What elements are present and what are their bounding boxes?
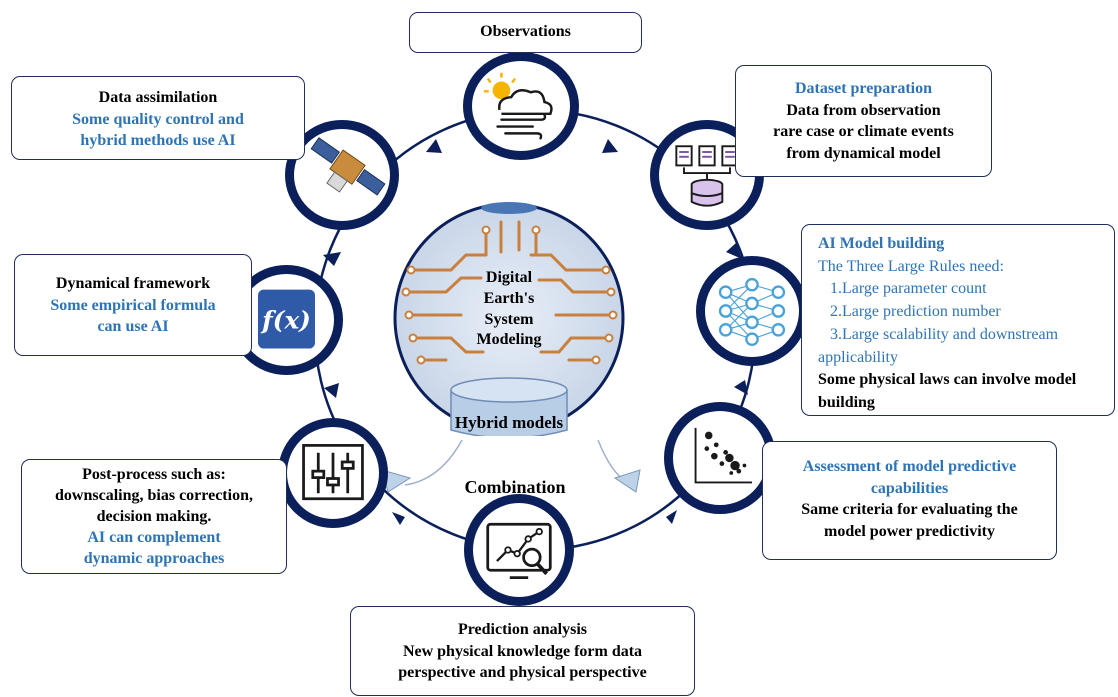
arrow-head (323, 252, 341, 266)
dynamical-framework-note: Some empirical formula can use AI (50, 296, 216, 336)
center-title: Digital Earth's System Modeling (476, 269, 542, 349)
box-prediction-analysis: Prediction analysis New physical knowled… (350, 606, 695, 696)
dataset-preparation-line1: Data from observation (786, 101, 941, 119)
post-process-line3: decision making. (96, 508, 212, 526)
function-fx-icon: f(x) (258, 289, 315, 349)
node-ai-model-building (696, 256, 808, 366)
data-assimilation-title: Data assimilation (98, 89, 218, 106)
ai-model-building-rule1: 1.Large parameter count (830, 280, 987, 298)
analytics-magnifier-icon (486, 522, 552, 579)
node-prediction-analysis (464, 494, 574, 606)
box-post-process: Post-process such as: downscaling, bias … (21, 459, 287, 574)
box-ai-model-building: AI Model building The Three Large Rules … (801, 224, 1115, 416)
assessment-note: Same criteria for evaluating the model p… (801, 501, 1018, 540)
post-process-line1: Post-process such as: (82, 466, 226, 483)
svg-text:f(x): f(x) (260, 306, 311, 335)
post-process-note: AI can complement dynamic approaches (83, 529, 225, 568)
box-dataset-preparation: Dataset preparation Data from observatio… (735, 65, 992, 177)
node-post-process (278, 418, 388, 528)
ai-model-building-intro: The Three Large Rules need: (818, 257, 1004, 275)
post-process-line2: downscaling, bias correction, (55, 487, 253, 505)
documents-database-icon (675, 145, 739, 207)
center-circle: Digital Earth's System Modeling Hybrid m… (391, 200, 627, 439)
ai-model-building-note: Some physical laws can involve model bui… (818, 371, 1077, 412)
weather-cloud-sun-wind-icon (483, 72, 553, 140)
box-dynamical-framework: Dynamical framework Some empirical formu… (14, 254, 252, 356)
arrow-head (734, 380, 748, 395)
box-assessment: Assessment of model predictive capabilit… (762, 441, 1057, 560)
box-observations: Observations (409, 12, 642, 53)
arrow-head (666, 510, 677, 524)
node-assessment (664, 402, 776, 514)
assessment-title: Assessment of model predictive capabilit… (802, 458, 1017, 497)
hybrid-models-label: Hybrid models (454, 413, 564, 432)
prediction-analysis-title: Prediction analysis (457, 621, 588, 638)
node-observations (463, 52, 579, 160)
scatter-plot-icon (694, 427, 752, 484)
box-data-assimilation: Data assimilation Some quality control a… (11, 76, 305, 160)
combination-label: Combination (464, 477, 566, 497)
ai-model-building-rule2: 2.Large prediction number (830, 303, 1001, 321)
dataset-preparation-line3: from dynamical model (786, 144, 941, 162)
arrow-head (426, 139, 442, 153)
observations-title: Observations (480, 23, 571, 40)
prediction-analysis-note: New physical knowledge form data perspec… (398, 642, 647, 682)
equalizer-sliders-icon (302, 444, 364, 501)
dataset-preparation-title: Dataset preparation (794, 80, 933, 97)
arrow-head (392, 512, 405, 525)
ai-model-building-title: AI Model building (818, 235, 945, 252)
data-assimilation-note: Some quality control and hybrid methods … (72, 110, 244, 150)
ai-model-building-rule3: 3.Large scalability and downstream appli… (818, 325, 1059, 366)
neural-network-icon (718, 277, 786, 347)
arrow-head (726, 243, 742, 259)
arrow-head (602, 139, 618, 153)
arrow-head (324, 383, 339, 398)
satellite-icon (310, 137, 386, 196)
dynamical-framework-title: Dynamical framework (55, 275, 211, 292)
dataset-preparation-line2: rare case or climate events (773, 123, 954, 141)
